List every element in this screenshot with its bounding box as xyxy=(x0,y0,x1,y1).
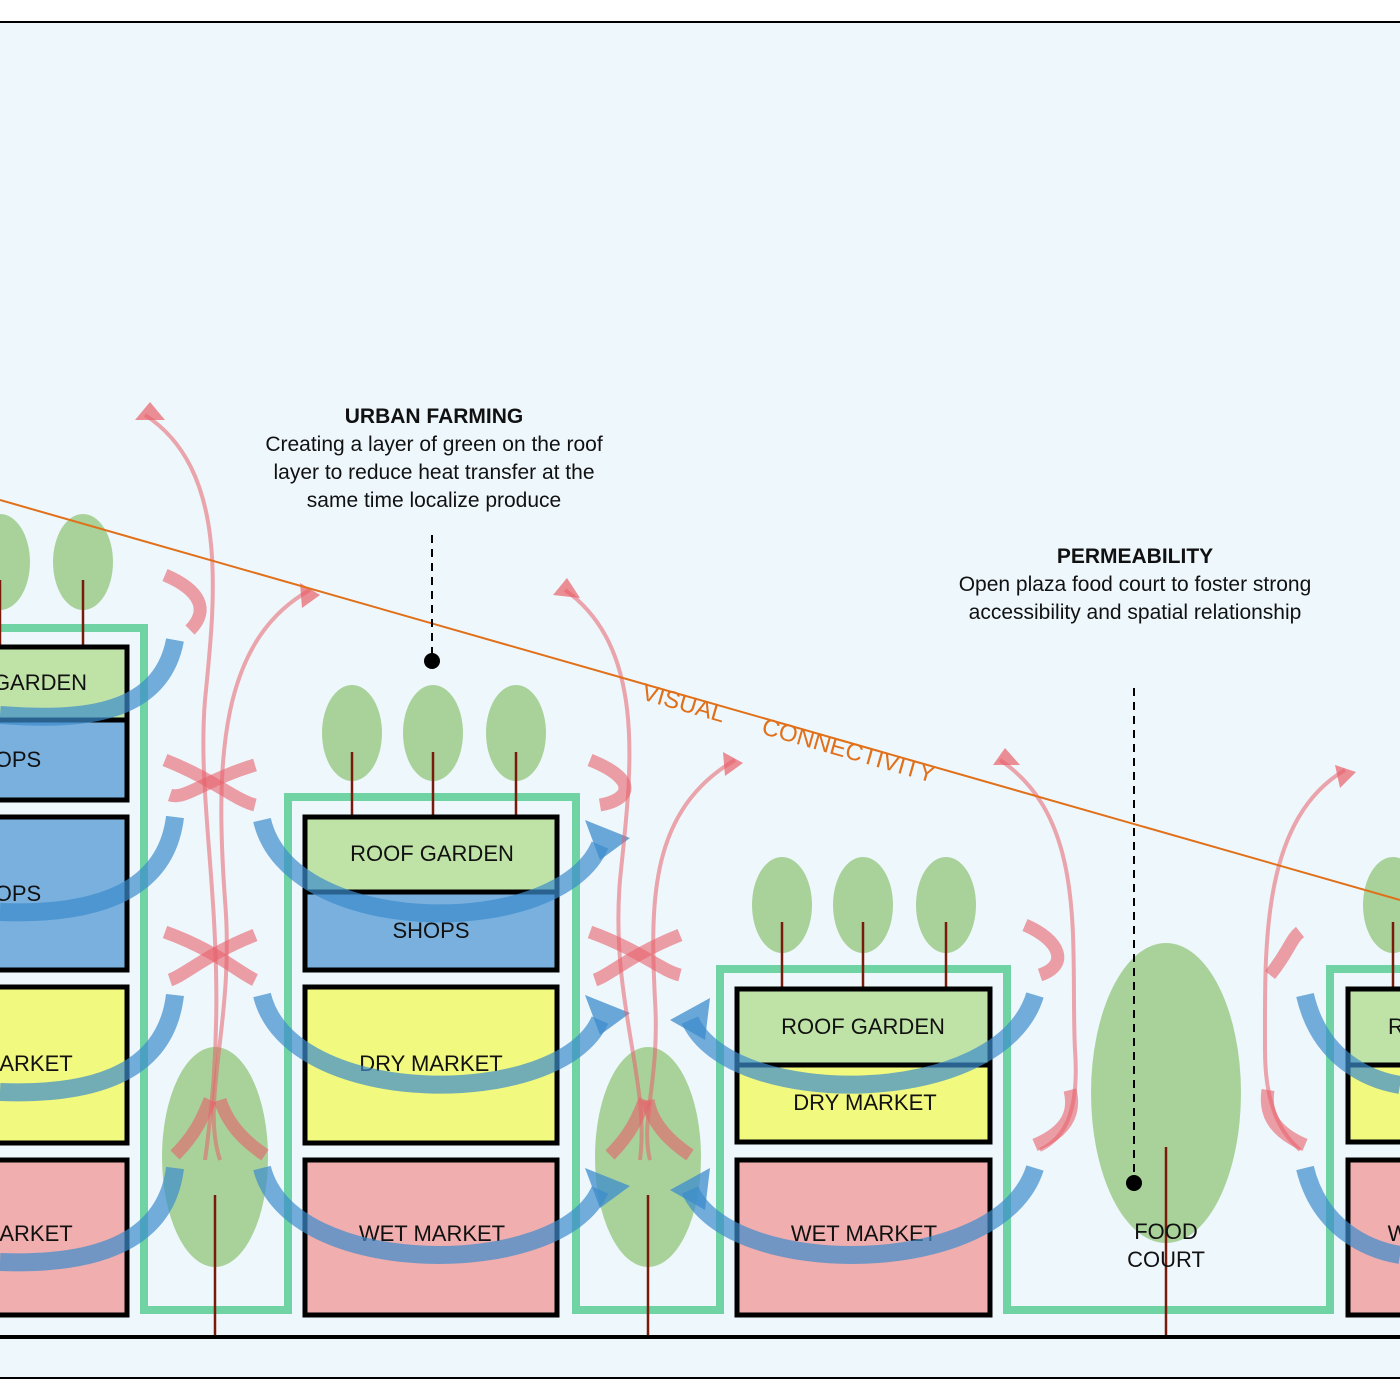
annotation-text: same time localize produce xyxy=(307,489,561,512)
visual-connectivity-line xyxy=(0,499,1400,901)
annotation-text: Creating a layer of green on the roof xyxy=(265,433,603,456)
tree-icon xyxy=(752,857,812,953)
annotation-text: layer to reduce heat transfer at the xyxy=(273,461,594,484)
food-court-label: COURT xyxy=(1127,1247,1205,1272)
airflow-arrow-icon xyxy=(253,817,609,923)
airflow-arrow-icon xyxy=(253,992,609,1094)
airflow-arrow-icon xyxy=(253,1165,609,1264)
room-label: W xyxy=(1388,1221,1400,1246)
annotation-title: URBAN FARMING xyxy=(345,405,524,428)
tree-icon xyxy=(486,685,546,781)
room-label: DRY MARKET xyxy=(793,1090,936,1115)
tree-icon xyxy=(1363,857,1400,953)
room-label: GARDEN xyxy=(0,670,87,695)
tree-icon xyxy=(0,514,30,610)
tree-icon xyxy=(322,685,382,781)
room-label: ARKET xyxy=(0,1221,73,1246)
blue-airflow-arrows xyxy=(0,637,1400,1272)
room-label: ARKET xyxy=(0,1051,73,1076)
tree-icon xyxy=(162,1047,268,1267)
permeability-annotation: PERMEABILITY Open plaza food court to fo… xyxy=(959,545,1312,624)
tree-icon xyxy=(53,514,113,610)
room-label: ROOF GARDEN xyxy=(781,1014,945,1039)
leader-dot xyxy=(424,653,440,669)
room-label: ROOF GARDEN xyxy=(350,841,514,866)
room-label: OPS xyxy=(0,747,41,772)
food-court-tree-icon xyxy=(1091,943,1241,1243)
room-label: OPS xyxy=(0,881,41,906)
tree-icon xyxy=(916,857,976,953)
urban-farming-annotation: URBAN FARMING Creating a layer of green … xyxy=(265,405,603,512)
airflow-arrow-icon xyxy=(681,991,1044,1094)
room-label: R xyxy=(1388,1014,1400,1039)
annotation-text: accessibility and spatial relationship xyxy=(969,601,1302,624)
annotation-title: PERMEABILITY xyxy=(1057,545,1213,568)
red-airflow-arrows xyxy=(135,402,1356,1161)
leader-dot xyxy=(1126,1175,1142,1191)
food-court-label: FOOD xyxy=(1134,1219,1198,1244)
airflow-arrow-icon xyxy=(681,1164,1044,1264)
tree-icon xyxy=(403,685,463,781)
tree-icon xyxy=(833,857,893,953)
annotation-text: Open plaza food court to foster strong xyxy=(959,573,1312,596)
